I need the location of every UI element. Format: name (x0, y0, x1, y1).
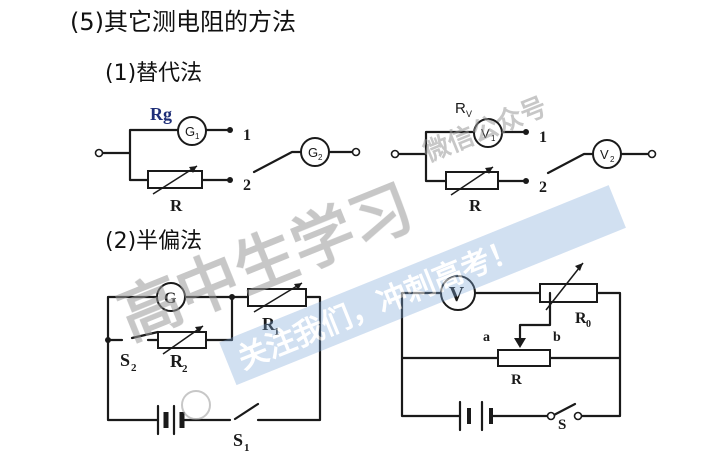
v1-subscript: 1 (491, 134, 496, 143)
contact-2-label-right: 2 (539, 179, 547, 196)
galvanometer-g (156, 282, 186, 312)
r0-label: R (575, 310, 587, 327)
rheostat-arrow-head-right (485, 167, 493, 174)
section-half-deflection-title: (2)半偏法 (105, 229, 202, 254)
galvanometer-g2 (300, 137, 330, 167)
contact-2-right (523, 178, 529, 184)
s1-label: S (233, 430, 243, 450)
g2-label: G (308, 145, 318, 160)
slider-arrow (514, 338, 526, 348)
input-terminal-right (390, 149, 400, 159)
substitution-galvanometer-circuit: Rg G 1 1 2 R G 2 (94, 104, 361, 215)
contact-1-label-right: 1 (539, 129, 547, 146)
s-label: S (558, 417, 566, 433)
switch-s-contact-left (546, 411, 556, 421)
s2-subscript: 2 (131, 362, 137, 374)
r1-subscript: 1 (274, 326, 280, 338)
g2-subscript: 2 (318, 153, 323, 162)
watermark-banner-bg (219, 185, 626, 386)
v1-label: V (481, 126, 490, 141)
half-deflection-galvanometer-circuit: G R 1 R 2 S 2 S 1 (105, 282, 322, 454)
r0-arrow-head (575, 263, 583, 271)
g1-label: G (185, 124, 195, 139)
contact-1-left (227, 127, 233, 133)
galvanometer-g1 (177, 116, 207, 146)
slider-wire (518, 291, 552, 342)
r-label-right: R (469, 196, 482, 215)
section-substitution-title: (1)替代法 (105, 61, 202, 86)
rheostat-arrow-shaft-right (450, 166, 494, 196)
circuit-wires (101, 128, 230, 182)
s1-subscript: 1 (244, 442, 250, 454)
v2-label: V (600, 147, 609, 162)
contact-2-label-left: 2 (243, 177, 251, 194)
input-terminal (94, 148, 104, 158)
substitution-voltmeter-circuit: R V V 1 1 2 R V 2 (390, 100, 657, 215)
junction-left (105, 337, 111, 343)
voltmeter-v2 (592, 139, 622, 169)
r2-subscript: 2 (182, 363, 188, 375)
r2-label: R (170, 351, 184, 371)
voltmeter-v1 (473, 118, 503, 148)
s2-label: S (120, 350, 130, 370)
junction-top (229, 294, 235, 300)
rheostat-arrow-shaft (152, 165, 198, 195)
rheostat-arrow-head (189, 166, 197, 173)
contact-1-label-left: 1 (243, 127, 251, 144)
r-label-left: R (170, 196, 183, 215)
a-label: a (483, 330, 490, 345)
b-label: b (553, 330, 561, 345)
rv-label: R (455, 100, 466, 117)
page-heading: (5)其它测电阻的方法 (70, 8, 296, 36)
r1-arrow-shaft (253, 282, 303, 313)
r0-arrow-shaft (545, 262, 584, 311)
contact-2-left (227, 177, 233, 183)
rg-label: Rg (150, 104, 172, 124)
r2-arrow-head (195, 326, 203, 333)
watermark-logo-icon (181, 390, 211, 420)
voltmeter-v (440, 275, 476, 311)
g1-subscript: 1 (195, 132, 200, 141)
output-terminal-right (647, 149, 657, 159)
v2-subscript: 2 (610, 155, 615, 164)
output-terminal-left (351, 147, 361, 157)
contact-1-right (523, 129, 529, 135)
switch-and-g2-wire (252, 150, 354, 174)
r1-label: R (262, 314, 276, 334)
circuit-wires-right (397, 130, 526, 183)
g-label: G (164, 290, 177, 307)
r1-arrow-head (294, 283, 302, 290)
watermark-small-text: 微信公众号 (418, 91, 551, 169)
voltmeter-circuit-wires (400, 291, 622, 418)
r0-subscript: 0 (586, 319, 591, 330)
switch-s-contact-right (573, 411, 583, 421)
potentiometer-r (497, 349, 551, 367)
r2-arrow-shaft (162, 325, 204, 355)
r-label-bottom: R (511, 372, 522, 388)
rv-subscript: V (466, 109, 472, 119)
half-deflection-voltmeter-circuit: V R 0 a b R S (400, 262, 622, 433)
v-label: V (449, 282, 464, 306)
rheostat-r0 (539, 283, 598, 303)
switch-and-v2-wire (546, 152, 650, 175)
